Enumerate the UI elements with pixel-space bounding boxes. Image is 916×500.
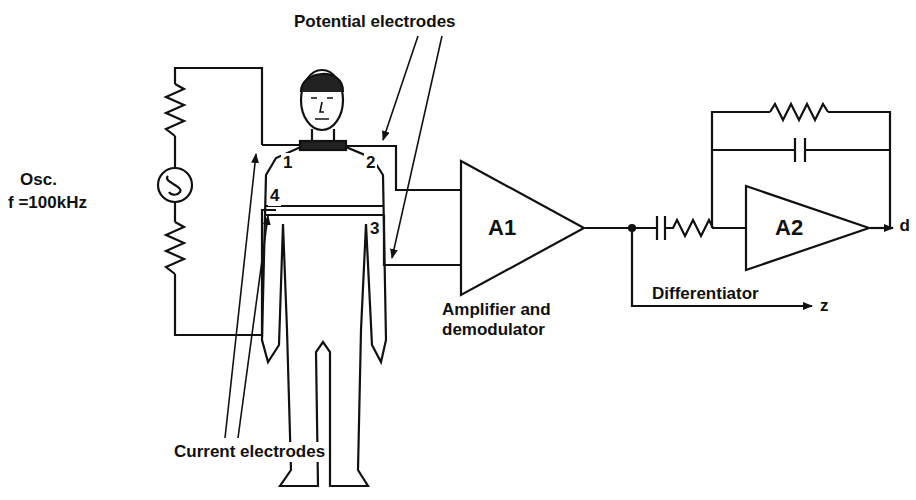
triangle-outline [460, 160, 585, 296]
leader-arrow [383, 36, 418, 140]
oscillator-symbol [158, 168, 192, 202]
text-label: Amplifier and demodulator [440, 300, 564, 339]
amplifier-triangle: A1 [460, 160, 585, 296]
text-label: 2 [364, 153, 377, 173]
text-label: Potential electrodes [292, 12, 458, 32]
amplifier-triangle: A2 [745, 185, 870, 271]
body-outline [262, 129, 386, 486]
text-label: 3 [368, 219, 381, 239]
head [301, 70, 343, 130]
hair [301, 74, 343, 92]
text-label: d [898, 216, 912, 236]
face [311, 98, 333, 119]
coupling-wire [585, 216, 745, 240]
chest-electrode [265, 206, 384, 215]
resistor-symbol [166, 84, 184, 136]
leader-arrow [392, 36, 442, 258]
leader-arrow [225, 154, 256, 438]
text-label: 4 [268, 186, 281, 206]
signal-wire [870, 227, 893, 229]
resistor-symbol [166, 222, 184, 274]
text-label: Current electrodes [172, 442, 327, 462]
sine-symbol [167, 176, 181, 195]
text-label: Osc. [18, 170, 59, 190]
capacitor-symbol [795, 138, 805, 162]
neck-electrode [300, 141, 346, 150]
electrode-wire [346, 146, 460, 265]
amplifier-label: A2 [775, 215, 803, 241]
text-label: Differentiator [650, 284, 761, 304]
text-label: f =100kHz [6, 193, 89, 213]
amplifier-label: A1 [488, 215, 516, 241]
text-label: 1 [281, 153, 294, 173]
resistor-symbol [770, 104, 828, 120]
leader-arrow [238, 216, 268, 438]
text-label: z [818, 296, 831, 316]
triangle-outline [745, 185, 870, 271]
